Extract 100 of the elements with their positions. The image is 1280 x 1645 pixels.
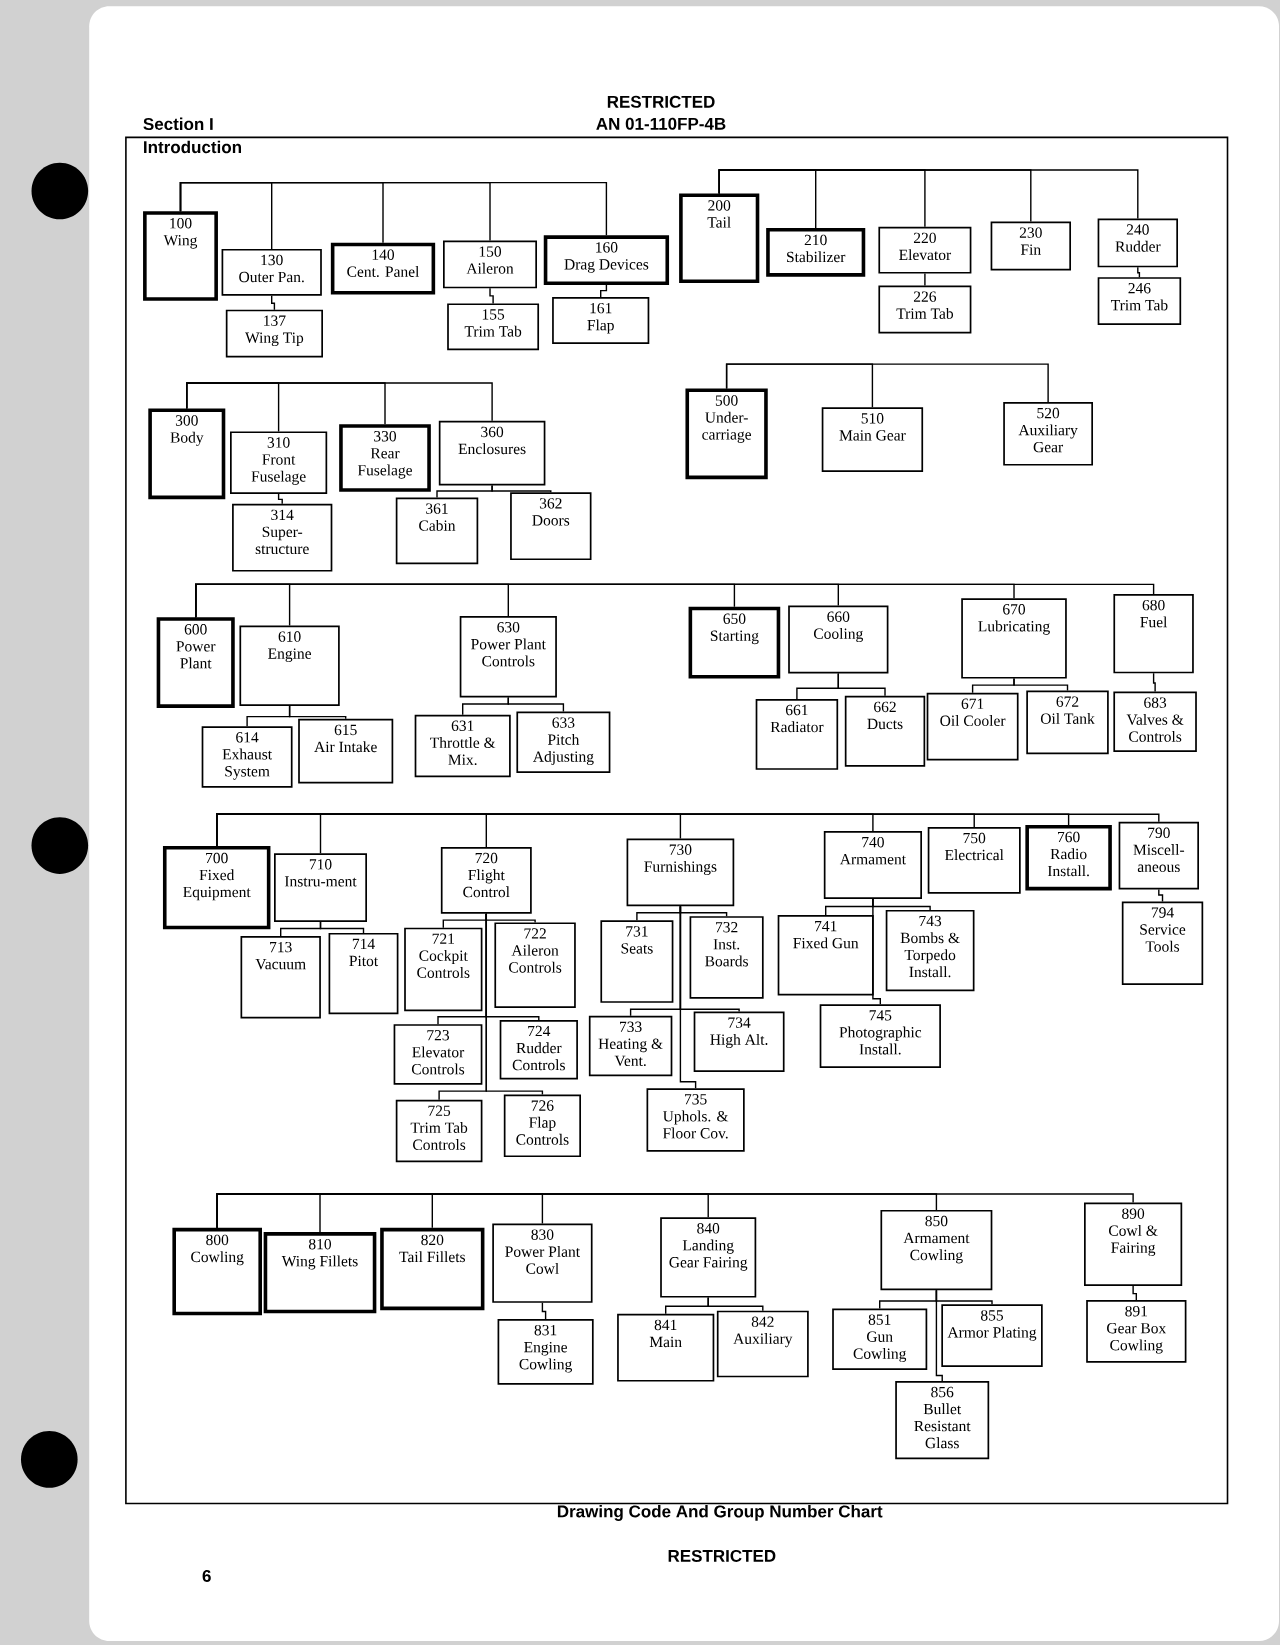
group-box: 650 Starting (688, 606, 781, 679)
group-box: 150 Aileron (443, 240, 537, 289)
connector-line (1137, 266, 1141, 278)
group-box: 610 Engine (239, 625, 340, 706)
group-box: 721 Cockpit Controls (404, 927, 483, 1012)
group-box: 820 Tail Fillets (380, 1227, 485, 1311)
group-box: 615 Air Intake (298, 718, 394, 784)
connector-line (872, 898, 881, 1005)
connector-line (924, 272, 926, 287)
group-box: 300 Body (148, 408, 226, 500)
group-box: 361 Cabin (395, 497, 479, 565)
group-box: 155 Trim Tab (447, 303, 540, 351)
group-box: 745 Photographic Install. (819, 1004, 941, 1068)
connector-line (1132, 1285, 1137, 1301)
header-text: RESTRICTED (668, 1549, 776, 1562)
group-box: 735 Uphols. & Floor Cov. (646, 1088, 745, 1152)
group-box: 210 Stabilizer (766, 227, 866, 277)
connector-line (935, 1289, 943, 1382)
group-box: 600 Power Plant (156, 617, 235, 708)
group-box: 720 Flight Control (440, 846, 532, 914)
group-box: 790 Miscell-aneous (1118, 821, 1199, 890)
connector-line (288, 705, 347, 720)
group-box: 330 Rear Fuselage (339, 424, 431, 492)
connector-line (216, 1193, 1134, 1229)
connector-line (541, 1302, 547, 1320)
group-box: 700 Fixed Equipment (162, 845, 271, 930)
group-box: 670 Lubricating (961, 598, 1067, 679)
group-box: 220 Elevator (878, 226, 972, 274)
connector-line (186, 382, 493, 422)
group-box: 734 High Alt. (693, 1011, 785, 1073)
connector-line (1013, 677, 1069, 692)
connector-line (1152, 672, 1156, 693)
connector-line (600, 284, 608, 298)
connector-line (707, 1296, 764, 1312)
group-box: 140 Cent. Panel (330, 242, 436, 295)
connector-line (271, 295, 276, 311)
connector-line (507, 696, 565, 713)
connector-line (718, 169, 1139, 220)
connector-line (491, 484, 552, 493)
connector-line (725, 363, 1049, 403)
group-box: 891 Gear Box Cowling (1086, 1300, 1187, 1363)
group-box: 710 Instru-ment (274, 853, 367, 922)
connector-line (679, 905, 697, 1089)
group-box: 314 Super-structure (232, 503, 333, 572)
connector-line (489, 287, 494, 305)
group-box: 360 Enclosures (438, 420, 546, 486)
group-box: 856 Bullet Resistant Glass (895, 1380, 990, 1460)
group-box: 362 Doors (510, 492, 592, 561)
group-box: 830 Power Plant Cowl (492, 1223, 593, 1303)
group-box: 741 Fixed Gun (777, 915, 874, 996)
group-box: 733 Heating & Vent. (588, 1015, 673, 1077)
group-box: 672 Oil Tank (1026, 690, 1109, 755)
group-box: 680 Fuel (1113, 594, 1194, 674)
group-box: 137 Wing Tip (225, 309, 323, 358)
group-box: 723 Elevator Controls (393, 1024, 483, 1085)
group-box: 633 Pitch Adjusting (516, 711, 611, 774)
group-box: 661 Radiator (755, 698, 839, 770)
group-box: 740 Armament (823, 831, 922, 899)
connector-line (319, 921, 365, 934)
group-box: 726 Flap Controls (503, 1094, 581, 1158)
group-box: 630 Power Plant Controls (459, 616, 557, 698)
connector-line (485, 912, 544, 1096)
group-box: 246 Trim Tab (1097, 277, 1182, 326)
group-box: 614 Exhaust System (201, 726, 293, 788)
group-box: 831 Engine Cowling (497, 1319, 594, 1385)
connector-line (179, 181, 608, 236)
group-box: 500 Under-carriage (685, 388, 768, 480)
group-box: 520 Auxiliary Gear (1003, 402, 1093, 466)
group-box: 714 Pitot (328, 932, 399, 1015)
group-box: 671 Oil Cooler (926, 692, 1019, 761)
group-box: 161 Flap (552, 297, 650, 344)
group-box: 660 Cooling (788, 605, 889, 674)
group-box: 855 Armor Plating (941, 1304, 1043, 1367)
group-box: 731 Seats (600, 920, 674, 1003)
group-box: 722 Aileron Controls (494, 922, 576, 1008)
header-text: Section I (143, 117, 213, 131)
group-box: 760 Radio Install. (1025, 824, 1112, 891)
header-text: RESTRICTED (607, 95, 715, 108)
header-text: Introduction (144, 140, 241, 154)
group-box: 800 Cowling (172, 1227, 262, 1316)
group-box: 732 Inst. Boards (689, 916, 764, 999)
group-box: 725 Trim Tab Controls (395, 1099, 483, 1163)
group-box: 713 Vacuum (240, 936, 321, 1019)
group-box: 160 Drag Devices (543, 235, 670, 286)
group-box: 230 Fin (990, 221, 1071, 271)
group-box: 743 Bombs & Torpedo Install. (885, 909, 975, 992)
group-box: 631 Throttle & Mix. (414, 714, 511, 778)
group-box: 890 Cowl & Fairing (1084, 1202, 1183, 1287)
group-box: 310 Front Fuselage (230, 431, 328, 494)
group-box: 662 Ducts (844, 695, 926, 767)
header-text: AN 01-110FP-4B (596, 117, 726, 130)
group-box: 240 Rudder (1097, 218, 1178, 268)
connector-line (1158, 888, 1164, 903)
group-box: 840 Landing Gear Fairing (660, 1217, 757, 1298)
group-box: 100 Wing (143, 211, 218, 301)
group-box: 200 Tail (679, 193, 760, 283)
group-box: 841 Main (617, 1313, 715, 1382)
group-box: 750 Electrical (927, 826, 1021, 894)
group-box: 683 Valves & Controls (1113, 691, 1197, 753)
group-box: 226 Trim Tab (878, 285, 972, 334)
